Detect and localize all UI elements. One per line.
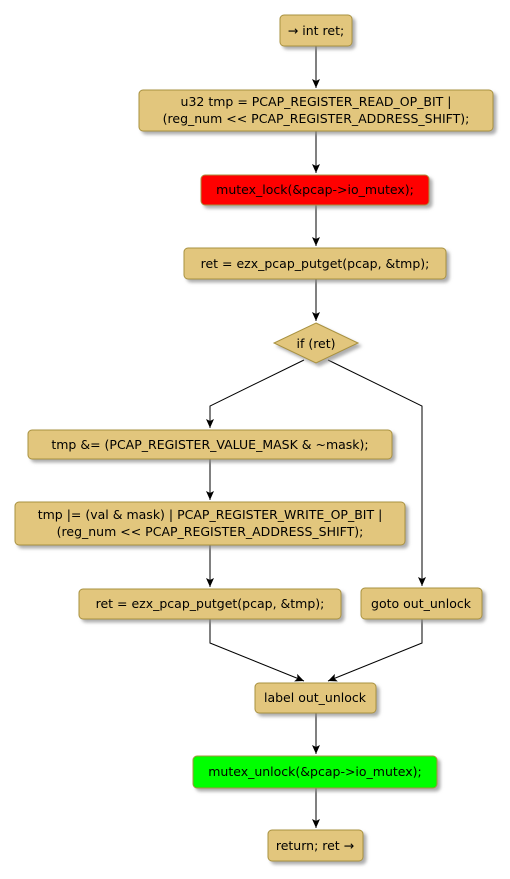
- mutex-lock-label: mutex_lock(&pcap->io_mutex);: [216, 182, 414, 197]
- mutex-lock-node: mutex_lock(&pcap->io_mutex);: [200, 174, 430, 206]
- return-node: return; ret →: [267, 829, 364, 862]
- set-tmp-label-line1: tmp |= (val & mask) | PCAP_REGISTER_WRIT…: [38, 507, 383, 522]
- tmp-init-node: u32 tmp = PCAP_REGISTER_READ_OP_BIT | (r…: [138, 89, 494, 132]
- decision-label: if (ret): [296, 336, 335, 351]
- mutex-unlock-label: mutex_unlock(&pcap->io_mutex);: [208, 764, 422, 779]
- putget-write-node: ret = ezx_pcap_putget(pcap, &tmp);: [78, 588, 342, 620]
- edge-putget-write-to-label: [209, 619, 305, 682]
- putget-read-label: ret = ezx_pcap_putget(pcap, &tmp);: [201, 256, 430, 271]
- goto-unlock-node: goto out_unlock: [360, 587, 483, 620]
- set-tmp-label-line2: (reg_num << PCAP_REGISTER_ADDRESS_SHIFT)…: [57, 524, 364, 539]
- label-unlock-label: label out_unlock: [264, 690, 367, 705]
- mutex-unlock-node: mutex_unlock(&pcap->io_mutex);: [192, 755, 438, 789]
- edge-decision-to-mask: [206, 359, 305, 428]
- set-tmp-node: tmp |= (val & mask) | PCAP_REGISTER_WRIT…: [14, 501, 406, 546]
- decision-node: if (ret): [272, 322, 360, 364]
- edge-goto-to-label: [327, 619, 423, 682]
- edge-decision-to-goto: [327, 359, 426, 586]
- start-node: → int ret;: [279, 14, 353, 47]
- mask-tmp-node: tmp &= (PCAP_REGISTER_VALUE_MASK & ~mask…: [27, 429, 393, 460]
- label-unlock-node: label out_unlock: [254, 682, 377, 714]
- tmp-init-label-line2: (reg_num << PCAP_REGISTER_ADDRESS_SHIFT)…: [163, 111, 470, 126]
- return-label: return; ret →: [276, 838, 354, 853]
- tmp-init-label-line1: u32 tmp = PCAP_REGISTER_READ_OP_BIT |: [181, 94, 452, 109]
- putget-read-node: ret = ezx_pcap_putget(pcap, &tmp);: [183, 247, 447, 280]
- putget-write-label: ret = ezx_pcap_putget(pcap, &tmp);: [96, 596, 325, 611]
- start-label: → int ret;: [288, 23, 344, 38]
- mask-tmp-label: tmp &= (PCAP_REGISTER_VALUE_MASK & ~mask…: [51, 437, 368, 452]
- goto-unlock-label: goto out_unlock: [371, 596, 472, 611]
